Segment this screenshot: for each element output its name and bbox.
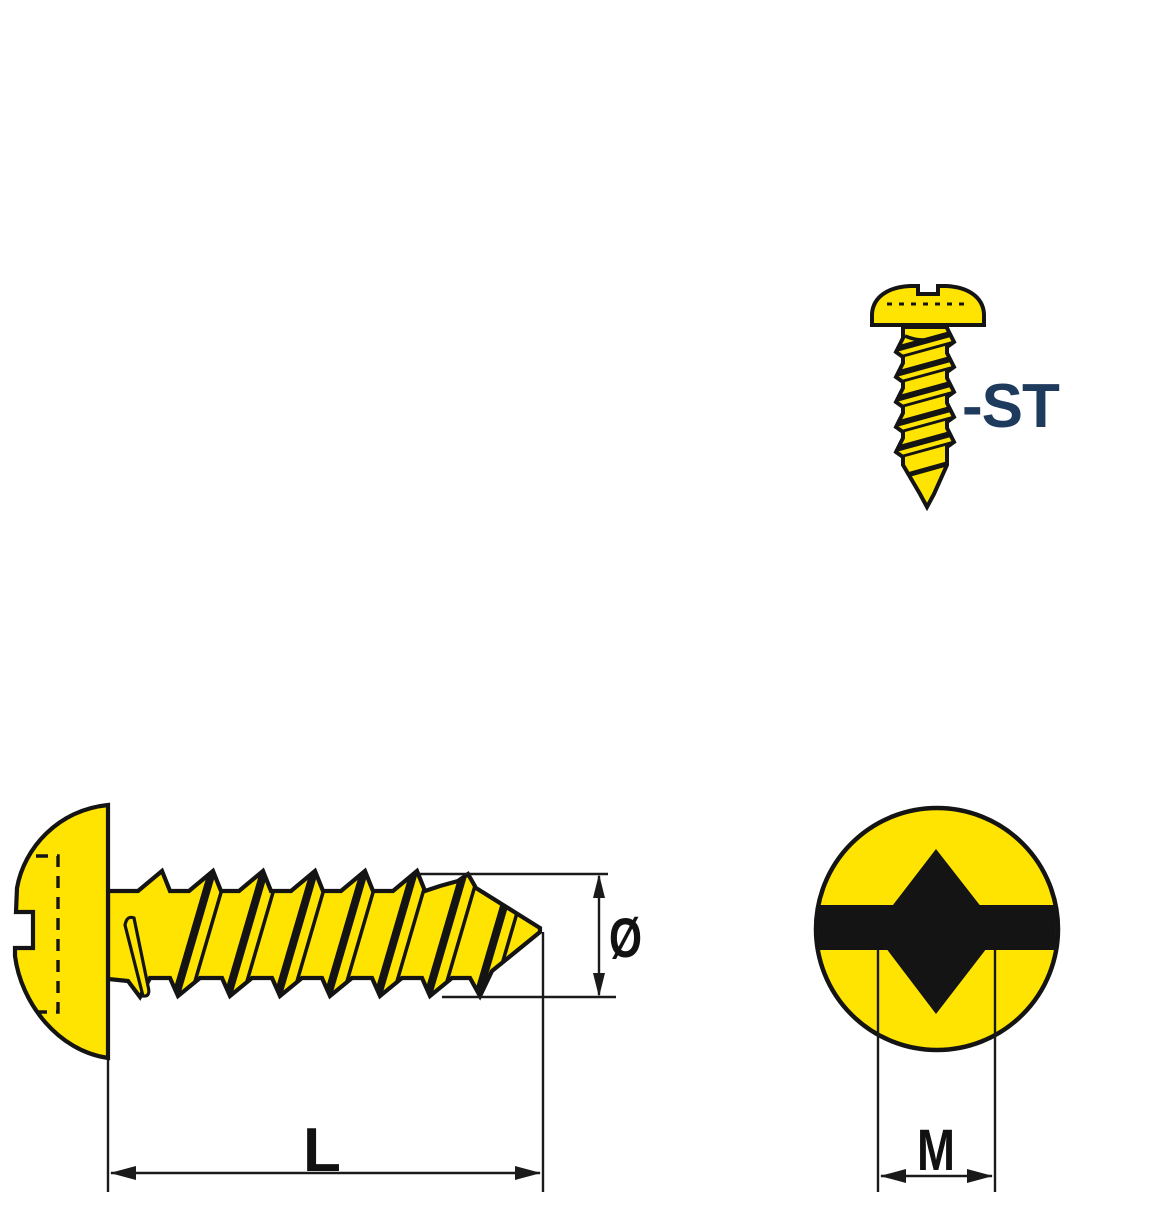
side-view-head: [12, 802, 111, 1061]
side-view-recess-hidden-line: [36, 854, 60, 1014]
thread-stripe: [374, 871, 418, 997]
thread-stripe: [274, 871, 318, 997]
thumbnail-under-head-thread: [904, 332, 947, 342]
thread-stripe: [441, 871, 481, 996]
thread-stripe: [224, 871, 268, 997]
arrowhead-up: [593, 874, 605, 898]
thread-stripe: [241, 871, 281, 996]
arrowhead-down: [593, 973, 605, 997]
thread-stripe: [341, 871, 381, 996]
side-view-thread-leadin: [123, 915, 151, 998]
thread-stripe: [896, 380, 954, 402]
thread-stripe: [896, 415, 954, 435]
thread-stripe: [391, 871, 431, 996]
length-label: L: [303, 1116, 341, 1185]
thread-stripe: [896, 440, 954, 460]
thread-stripe: [896, 390, 954, 410]
side-view-shank: [105, 867, 543, 1001]
thread-stripe: [424, 871, 468, 997]
thread-stripe: [896, 365, 954, 385]
arrowhead-left: [880, 1169, 906, 1183]
drive-square-recess: [873, 849, 1000, 1014]
length-dimension: L: [110, 1116, 541, 1185]
thread-stripe: [896, 430, 954, 452]
screw-head-top-view: [813, 805, 1061, 1192]
thread-stripe: [896, 355, 954, 377]
diameter-dimension: Ø: [419, 872, 642, 999]
arrowhead-right: [967, 1169, 993, 1183]
screw-thumbnail-figure: [870, 284, 986, 512]
arrowhead-left: [110, 1166, 136, 1180]
thread-stripe: [324, 871, 368, 997]
arrowhead-right: [515, 1166, 541, 1180]
thread-stripe: [189, 871, 229, 996]
thread-stripe: [291, 871, 331, 996]
side-view-thread-stripes: [172, 871, 531, 997]
recess-width-dimension: M: [880, 1118, 993, 1183]
thread-stripe: [896, 405, 954, 427]
thread-stripe: [896, 340, 954, 360]
type-suffix-label: -ST: [962, 372, 1060, 441]
thread-stripe: [172, 871, 216, 997]
screw-side-view: [12, 802, 545, 1192]
recess-width-label: M: [917, 1118, 955, 1183]
diameter-label: Ø: [609, 906, 642, 969]
